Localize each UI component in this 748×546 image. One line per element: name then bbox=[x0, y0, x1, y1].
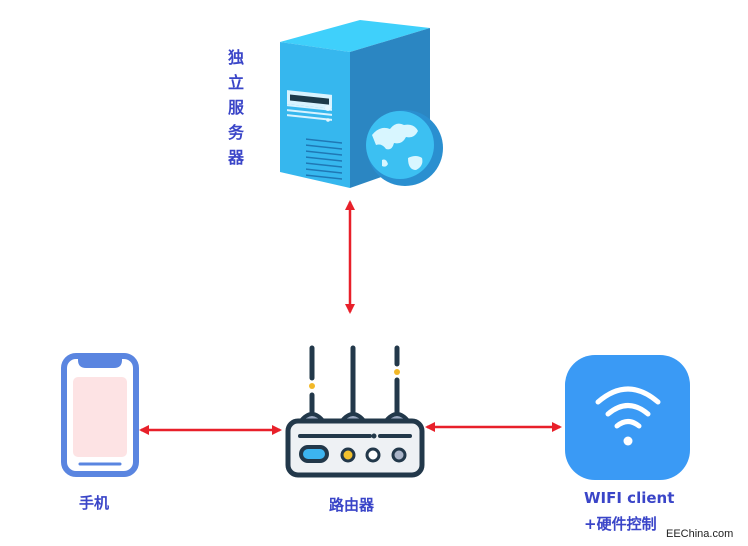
watermark: EEChina.com bbox=[666, 528, 734, 540]
server-label: 独 立 服 务 器 bbox=[227, 48, 244, 167]
wifi-icon bbox=[565, 355, 690, 480]
wifi-client-label-line1: WIFI client bbox=[584, 489, 675, 507]
router-icon bbox=[285, 345, 425, 478]
smartphone-icon bbox=[61, 353, 139, 477]
phone-label: 手机 bbox=[79, 494, 110, 512]
globe-icon bbox=[366, 110, 443, 186]
wifi-client-label-line2: +硬件控制 bbox=[584, 515, 657, 533]
router-label: 路由器 bbox=[329, 496, 375, 514]
server-icon bbox=[280, 20, 443, 188]
